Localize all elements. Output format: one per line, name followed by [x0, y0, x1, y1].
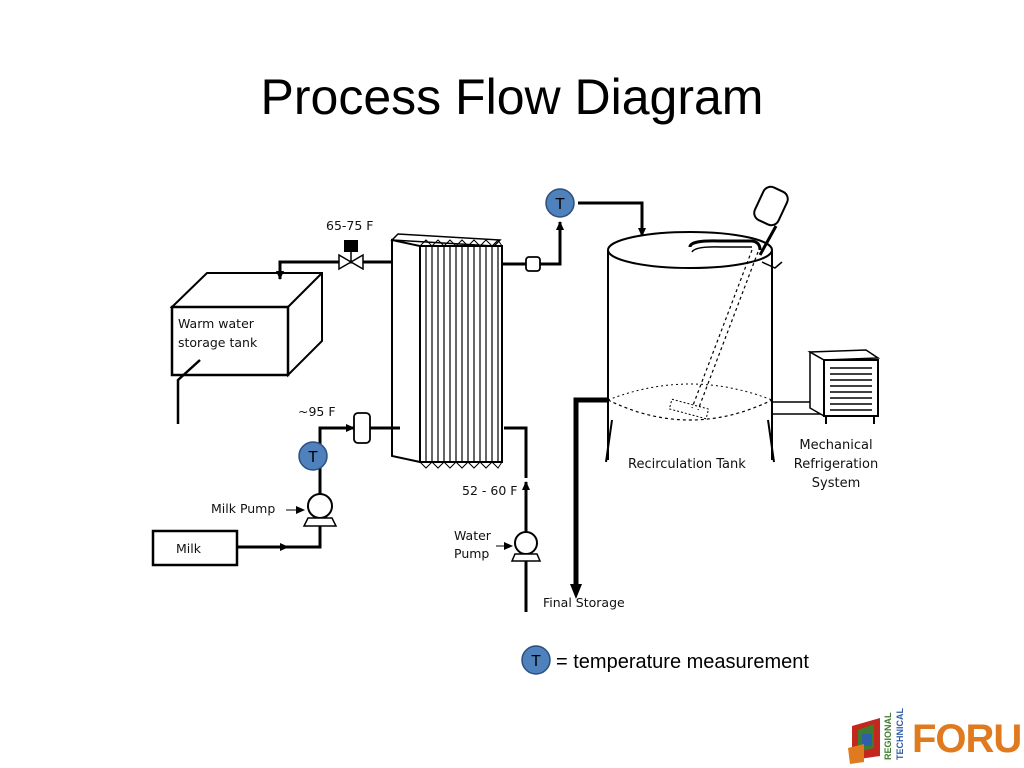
milk-supply-pipe — [237, 526, 322, 549]
milk-label: Milk — [176, 541, 202, 556]
plate-heat-exchanger — [390, 233, 503, 469]
milk-pump-label: Milk Pump — [211, 501, 275, 516]
milk-riser-pipe — [540, 221, 564, 266]
flow-meter-icon — [525, 256, 541, 272]
final-storage-pipe — [570, 397, 608, 599]
refrigeration-label-line2: Refrigeration — [794, 457, 878, 472]
recirculation-tank — [605, 185, 789, 463]
water-pump-icon — [510, 531, 542, 562]
sensor-outlet-symbol: T — [555, 196, 565, 213]
logo-small-text-2: TECHNICAL — [895, 708, 905, 760]
filter-icon — [353, 412, 371, 444]
refrigeration-label-line1: Mechanical — [799, 438, 872, 453]
milk-pump-discharge-pipe — [318, 424, 355, 494]
final-storage-label: Final Storage — [543, 595, 625, 610]
sensor-inlet-symbol: T — [308, 449, 318, 466]
page-title: Process Flow Diagram — [260, 69, 764, 125]
warm-water-storage-tank: Warm water storage tank — [169, 272, 323, 378]
legend-symbol: T — [531, 653, 541, 670]
logo-small-text-1: REGIONAL — [883, 712, 893, 760]
water-inlet-pipe — [504, 426, 528, 478]
logo-wordmark: FORUM — [912, 717, 1024, 761]
water-pump-label-line1: Water — [454, 528, 492, 543]
temperature-sensor-inlet: T — [298, 441, 328, 471]
milk-to-tank-pipe — [578, 201, 646, 237]
warm-tank-outlet-pipe — [176, 359, 201, 424]
milk-pump-icon — [302, 493, 338, 527]
warm-tank-label-line1: Warm water — [178, 316, 255, 331]
valve-icon — [338, 240, 364, 271]
legend: T = temperature measurement — [521, 645, 809, 675]
forum-logo-icon — [848, 718, 880, 764]
refrigeration-label-line3: System — [812, 476, 860, 491]
warm-tank-label-line2: storage tank — [178, 335, 258, 350]
hot-temp-label: 65-75 F — [326, 218, 374, 233]
milk-temp-label: ~95 F — [298, 404, 336, 419]
temperature-sensor-outlet: T — [545, 188, 575, 218]
milk-source-box — [151, 529, 239, 567]
water-temp-label: 52 - 60 F — [462, 483, 517, 498]
recirculation-tank-label: Recirculation Tank — [628, 457, 746, 472]
water-pump-label-line2: Pump — [454, 546, 489, 561]
legend-text: = temperature measurement — [556, 651, 809, 673]
refrigeration-unit — [772, 349, 881, 424]
